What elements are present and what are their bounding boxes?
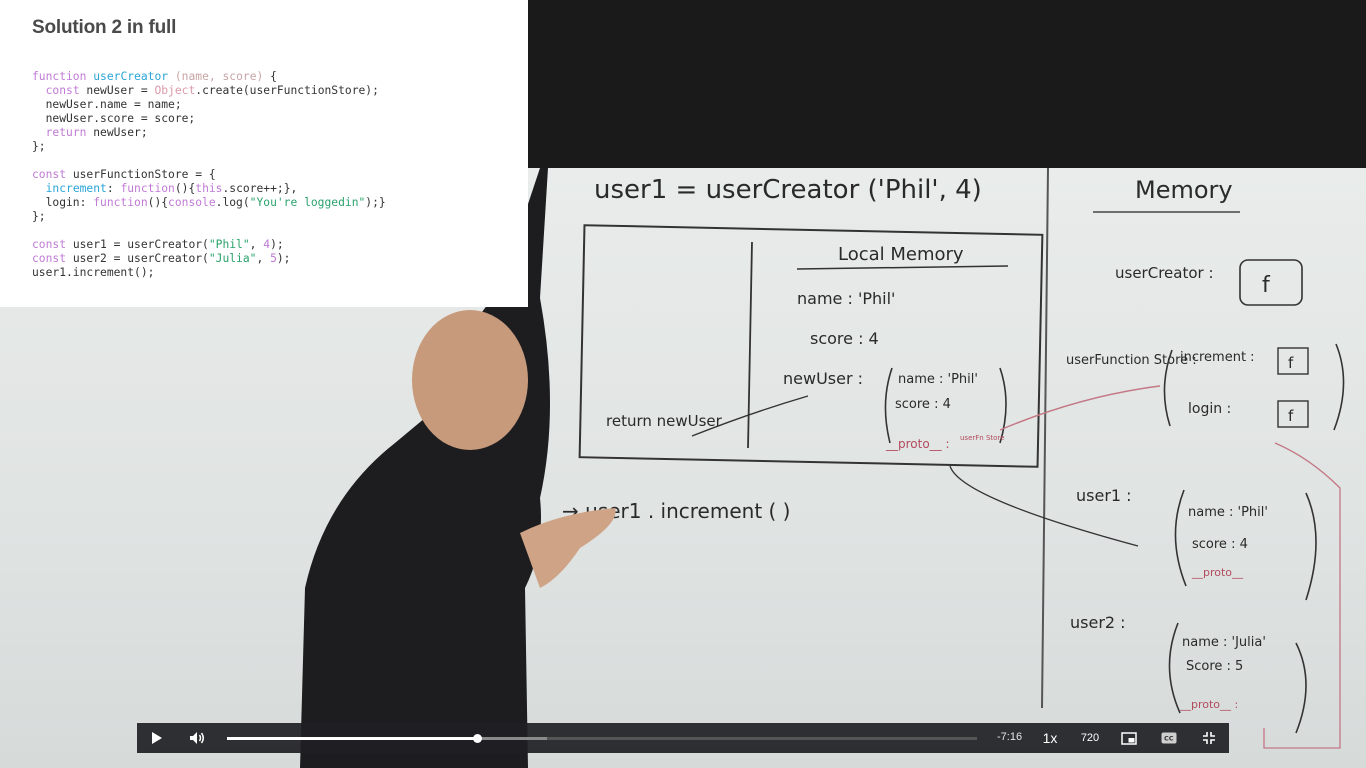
svg-text:CC: CC xyxy=(1164,735,1174,743)
code-line: increment: function(){this.score++;}, xyxy=(45,182,298,195)
slide-title: Solution 2 in full xyxy=(32,17,177,38)
mem-user1-score: score : 4 xyxy=(1192,537,1248,552)
code-line: return newUser; xyxy=(45,126,148,139)
code-line: const user1 = userCreator("Phil", 4); xyxy=(32,238,284,251)
mem-user1-name: name : 'Phil' xyxy=(1188,505,1268,520)
code-line: login: function(){console.log("You're lo… xyxy=(32,196,386,209)
code-line: function userCreator (name, score) { xyxy=(32,70,277,83)
code-line: user1.increment(); xyxy=(32,266,155,279)
local-memory-title: Local Memory xyxy=(838,244,964,265)
execution-context-box xyxy=(578,224,1044,468)
code-slide-overlay: Solution 2 in full function userCreator … xyxy=(0,0,528,307)
whiteboard-drawing: user1 = userCreator ('Phil', 4) Memory L… xyxy=(300,168,1345,768)
code-line: const userFunctionStore = { xyxy=(32,168,216,181)
mem-increment: increment : xyxy=(1180,350,1255,365)
mem-user2-name: name : 'Julia' xyxy=(1182,635,1266,650)
login-fn-box xyxy=(1277,400,1309,428)
user1-brace-right xyxy=(1305,492,1317,601)
login-fn-f: f xyxy=(1288,407,1294,425)
captions-icon: CC xyxy=(1161,732,1177,744)
user2-brace-right xyxy=(1295,642,1307,734)
quality-button[interactable]: 720 xyxy=(1080,732,1100,744)
play-button[interactable] xyxy=(145,723,169,753)
whiteboard-video-frame: user1 = userCreator ('Phil', 4) Memory L… xyxy=(0,168,1366,768)
usercreator-fn-f: f xyxy=(1262,273,1271,298)
return-arrow xyxy=(691,395,809,437)
mem-user1-proto: __proto__ xyxy=(1191,566,1244,579)
code-line: newUser.name = name; xyxy=(32,98,182,111)
local-name: name : 'Phil' xyxy=(797,289,895,308)
memory-title: Memory xyxy=(1135,176,1233,204)
local-memory-underline xyxy=(796,265,1009,270)
volume-button[interactable] xyxy=(185,723,209,753)
mem-ufs-label: userFunction Store : xyxy=(1066,353,1197,368)
code-line: }; xyxy=(32,140,46,153)
mem-user2-score: Score : 5 xyxy=(1186,659,1243,674)
obj-score: score : 4 xyxy=(895,397,951,412)
video-controls-bar: -7:16 1x 720 CC xyxy=(137,723,1229,753)
code-line: }; xyxy=(32,210,46,223)
user2-proto-arrow xyxy=(1263,442,1341,749)
video-letterbox xyxy=(528,0,1366,168)
code-block: function userCreator (name, score) { con… xyxy=(32,70,386,280)
code-line: newUser.score = score; xyxy=(32,112,196,125)
call-line-text: user1 = userCreator ('Phil', 4) xyxy=(594,175,982,205)
obj-proto: __proto__ : xyxy=(885,437,950,451)
increment-fn-box xyxy=(1277,347,1309,375)
increment-fn-f: f xyxy=(1288,354,1294,372)
obj-proto-val: userFn Store xyxy=(960,434,1004,442)
user1-brace-left xyxy=(1174,489,1187,587)
speed-button[interactable]: 1x xyxy=(1042,730,1058,746)
exit-fullscreen-icon xyxy=(1203,732,1215,744)
ufs-brace-left xyxy=(1163,349,1173,427)
volume-icon xyxy=(190,732,204,744)
presenter-hand xyxy=(520,508,616,588)
code-line: const newUser = Object.create(userFuncti… xyxy=(45,84,379,97)
captions-button[interactable]: CC xyxy=(1157,723,1181,753)
pip-icon xyxy=(1121,731,1137,745)
pip-button[interactable] xyxy=(1117,723,1141,753)
mem-user2-proto: __proto__ : xyxy=(1179,698,1238,711)
seek-bar-handle[interactable] xyxy=(472,734,482,743)
mem-user2: user2 : xyxy=(1070,613,1126,632)
obj-brace-right xyxy=(999,367,1007,444)
seek-bar[interactable] xyxy=(227,734,977,743)
code-line: const user2 = userCreator("Julia", 5); xyxy=(32,252,291,265)
ufs-brace-right xyxy=(1333,343,1345,431)
play-icon xyxy=(152,732,162,744)
obj-name: name : 'Phil' xyxy=(898,372,978,387)
proto-link-arrow xyxy=(999,385,1161,431)
user2-brace-left xyxy=(1168,622,1181,714)
return-text: return newUser xyxy=(606,412,723,430)
presenter-head xyxy=(412,310,528,450)
local-newuser: newUser : xyxy=(783,369,863,388)
context-divider xyxy=(747,241,753,449)
newuser-to-user1-arrow xyxy=(949,465,1139,547)
mem-usercreator: userCreator : xyxy=(1115,264,1214,282)
time-remaining: -7:16 xyxy=(997,731,1023,743)
mem-login: login : xyxy=(1188,401,1231,417)
memory-divider-line xyxy=(1041,168,1049,709)
local-score: score : 4 xyxy=(810,329,879,348)
usercreator-fn-box xyxy=(1239,259,1303,306)
mem-user1: user1 : xyxy=(1076,486,1132,505)
exit-fullscreen-button[interactable] xyxy=(1197,723,1221,753)
obj-brace-left xyxy=(884,367,893,444)
seek-bar-played xyxy=(227,737,477,740)
